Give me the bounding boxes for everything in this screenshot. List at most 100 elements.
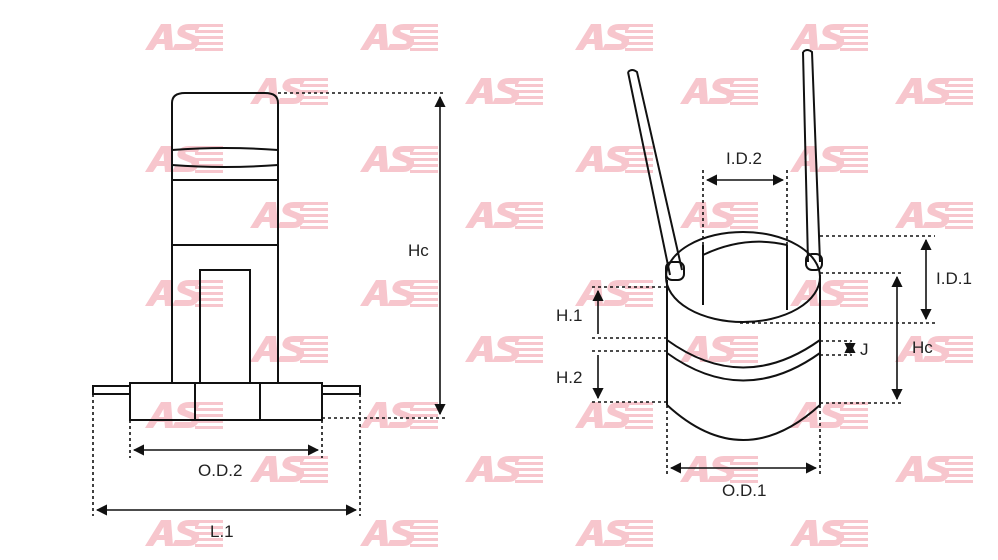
watermark-letters [145,146,201,172]
watermark-stripe [300,208,328,211]
watermark-stripe [625,292,653,295]
watermark-stripe [730,348,758,351]
watermark-stripe [300,102,328,105]
watermark-stripe [730,226,758,229]
watermark-stripe [300,456,328,459]
watermark-letters [360,280,416,306]
watermark-stripe [515,474,543,477]
right-dimensions [592,170,935,476]
watermark-stripe [410,146,438,149]
watermark-letters [360,24,416,50]
watermark-stripe [625,286,653,289]
watermark-stripe [195,292,223,295]
watermark-stripe [515,84,543,87]
watermark-stripe [410,30,438,33]
watermark-stripe [410,280,438,283]
watermark-stripe [945,214,973,217]
watermark-stripe [515,208,543,211]
watermark-letters [465,336,521,362]
watermark-stripe [625,158,653,161]
watermark-stripe [195,152,223,155]
j-label: J [860,340,869,359]
watermark-stripe [195,280,223,283]
watermark-stripe [195,426,223,429]
watermark-stripe [840,420,868,423]
watermark-letters [575,24,631,50]
watermark-stripe [625,408,653,411]
watermark-letters [360,146,416,172]
left-hc-label: Hc [408,241,429,260]
watermark-stripe [410,36,438,39]
watermark-stripe [840,152,868,155]
watermark-stripe [840,532,868,535]
watermark-letters [250,78,306,104]
watermark-logo [465,336,543,363]
watermark-stripe [195,48,223,51]
watermark-stripe [625,420,653,423]
watermark-stripe [515,220,543,223]
watermark-stripe [195,402,223,405]
watermark-stripe [195,544,223,547]
watermark-stripe [730,208,758,211]
watermark-stripe [840,36,868,39]
watermark-logo [250,336,328,363]
watermark-stripe [300,202,328,205]
id2-label: I.D.2 [726,149,762,168]
watermark-stripe [515,456,543,459]
watermark-stripe [300,354,328,357]
watermark-letters [465,202,521,228]
watermark-stripe [840,402,868,405]
watermark-logo [145,24,223,51]
watermark-stripe [840,544,868,547]
watermark-logo [250,78,328,105]
watermark-stripe [840,164,868,167]
watermark-stripe [410,164,438,167]
watermark-stripe [730,474,758,477]
watermark-letters [895,336,951,362]
watermark-stripe [945,360,973,363]
watermark-stripe [515,202,543,205]
watermark-logo [575,24,653,51]
watermark-stripe [625,402,653,405]
watermark-stripe [840,292,868,295]
watermark-logo [680,78,758,105]
watermark-stripe [625,24,653,27]
watermark-letters [680,456,736,482]
watermark-stripe [625,538,653,541]
watermark-stripe [300,226,328,229]
watermark-stripe [410,520,438,523]
watermark-logo [575,520,653,547]
watermark-stripe [625,164,653,167]
watermark-letters [360,402,416,428]
watermark-stripe [945,96,973,99]
watermark-logo [465,456,543,483]
watermark-stripe [410,48,438,51]
od2-label: O.D.2 [198,461,242,480]
watermark-letters [790,24,846,50]
watermark-logo [575,280,653,307]
watermark-logo [250,456,328,483]
watermark-stripe [515,480,543,483]
watermark-logo [465,202,543,229]
watermark-stripe [625,36,653,39]
watermark-logo [465,78,543,105]
watermark-letters [145,280,201,306]
watermark-stripe [840,298,868,301]
watermark-stripe [625,30,653,33]
watermark-letters [250,202,306,228]
watermark-stripe [730,342,758,345]
watermark-stripe [840,170,868,173]
watermark-stripe [945,354,973,357]
watermark-stripe [840,414,868,417]
watermark-stripe [195,420,223,423]
watermark-stripe [730,462,758,465]
watermark-logo [145,280,223,307]
watermark-letters [250,336,306,362]
watermark-logo [680,202,758,229]
watermark-stripe [945,336,973,339]
watermark-stripe [945,226,973,229]
watermark-stripe [840,280,868,283]
watermark-letters [790,402,846,428]
watermark-stripe [625,544,653,547]
watermark-logo [680,456,758,483]
